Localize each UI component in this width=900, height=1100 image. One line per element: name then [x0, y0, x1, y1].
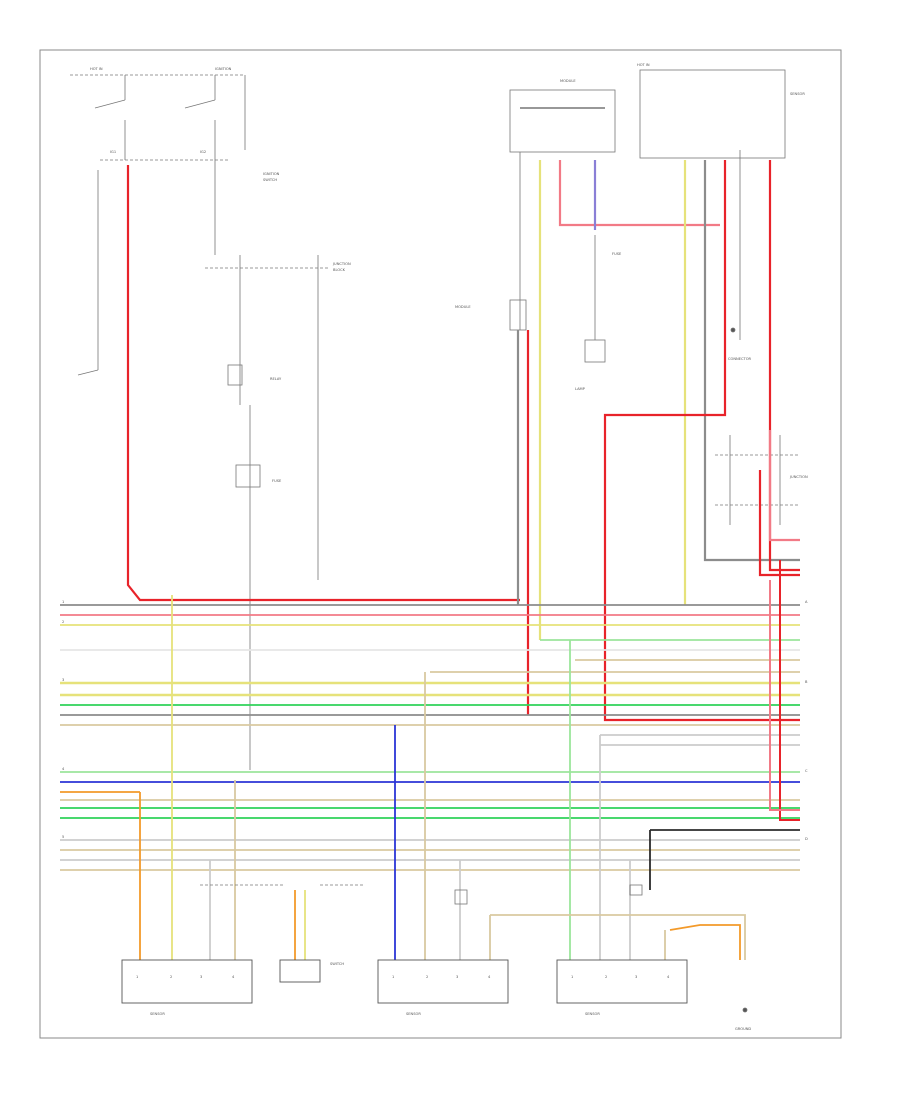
svg-text:B: B: [805, 680, 808, 684]
svg-text:HOT IN: HOT IN: [637, 63, 650, 67]
svg-text:JUNCTION: JUNCTION: [332, 262, 351, 266]
bottom-drops: [139, 595, 746, 960]
svg-text:1: 1: [62, 600, 64, 604]
black-wire: [703, 160, 800, 562]
svg-text:RELAY: RELAY: [270, 377, 282, 381]
svg-text:3: 3: [635, 975, 637, 979]
svg-text:BLOCK: BLOCK: [333, 268, 346, 272]
svg-text:1: 1: [571, 975, 573, 979]
svg-text:IG2: IG2: [200, 150, 206, 154]
svg-text:3: 3: [456, 975, 458, 979]
svg-text:IGNITION: IGNITION: [263, 172, 280, 176]
svg-text:SENSOR: SENSOR: [406, 1012, 421, 1016]
svg-text:4: 4: [667, 975, 670, 979]
svg-text:3: 3: [62, 678, 64, 682]
right-red-wires: [769, 560, 800, 821]
svg-text:2: 2: [426, 975, 428, 979]
svg-text:C: C: [805, 769, 808, 773]
svg-text:JUNCTION: JUNCTION: [789, 475, 808, 479]
vertical-wires-top: [126, 160, 800, 722]
svg-text:MODULE: MODULE: [560, 79, 576, 83]
svg-text:IG1: IG1: [110, 150, 116, 154]
svg-text:SENSOR: SENSOR: [585, 1012, 600, 1016]
svg-text:FUSE: FUSE: [612, 252, 622, 256]
red-wire: [126, 165, 520, 602]
module-pin-labels: 1 2 3 4 1 2 3 4 1 2 3 4: [136, 975, 670, 979]
svg-text:4: 4: [488, 975, 491, 979]
bus-wires: [60, 604, 800, 871]
ignition-labels: HOT IN IGNITION IG1 IG2 IGNITION SWITCH …: [90, 67, 351, 483]
sensor-switch: [279, 959, 321, 983]
red-wire-5: [758, 470, 800, 577]
svg-text:GROUND: GROUND: [735, 1027, 751, 1031]
svg-text:MODULE: MODULE: [455, 305, 471, 309]
svg-text:2: 2: [605, 975, 607, 979]
red-wire-3: [768, 160, 800, 572]
svg-text:IGNITION: IGNITION: [215, 67, 232, 71]
splice-points: [200, 327, 748, 1013]
svg-text:1: 1: [392, 975, 394, 979]
svg-text:5: 5: [62, 835, 64, 839]
diagram-frame: [39, 49, 842, 1039]
sensor-module-3: [556, 959, 688, 1004]
sensor-modules: [121, 959, 688, 1004]
pink-wire-2: [768, 430, 800, 542]
sensor-module-2: [377, 959, 509, 1004]
svg-text:CONNECTOR: CONNECTOR: [728, 357, 752, 361]
bus-right-labels: A B C D: [805, 600, 808, 841]
svg-text:3: 3: [200, 975, 202, 979]
svg-text:LAMP: LAMP: [575, 387, 586, 391]
top-right-labels: MODULE HOT IN SENSOR MODULE FUSE LAMP CO…: [455, 63, 808, 479]
svg-text:4: 4: [232, 975, 235, 979]
svg-text:D: D: [805, 837, 808, 841]
svg-text:1: 1: [136, 975, 138, 979]
sensor-module-1: [121, 959, 253, 1004]
svg-text:2: 2: [170, 975, 172, 979]
svg-text:SWITCH: SWITCH: [263, 178, 277, 182]
svg-text:A: A: [805, 600, 808, 604]
svg-text:4: 4: [62, 767, 65, 771]
svg-text:HOT IN: HOT IN: [90, 67, 103, 71]
bus-left-labels: 1 2 3 4 5: [62, 600, 65, 839]
pink-wire: [558, 160, 720, 227]
svg-text:FUSE: FUSE: [272, 479, 282, 483]
svg-text:SWITCH: SWITCH: [330, 962, 344, 966]
svg-text:SENSOR: SENSOR: [150, 1012, 165, 1016]
svg-text:2: 2: [62, 620, 64, 624]
top-right-components: [509, 69, 800, 525]
module-captions: SENSOR SENSOR SENSOR SWITCH GROUND: [150, 962, 751, 1031]
red-wire-2: [603, 160, 800, 722]
ignition-switch-area: [70, 74, 330, 770]
svg-text:SENSOR: SENSOR: [790, 92, 805, 96]
